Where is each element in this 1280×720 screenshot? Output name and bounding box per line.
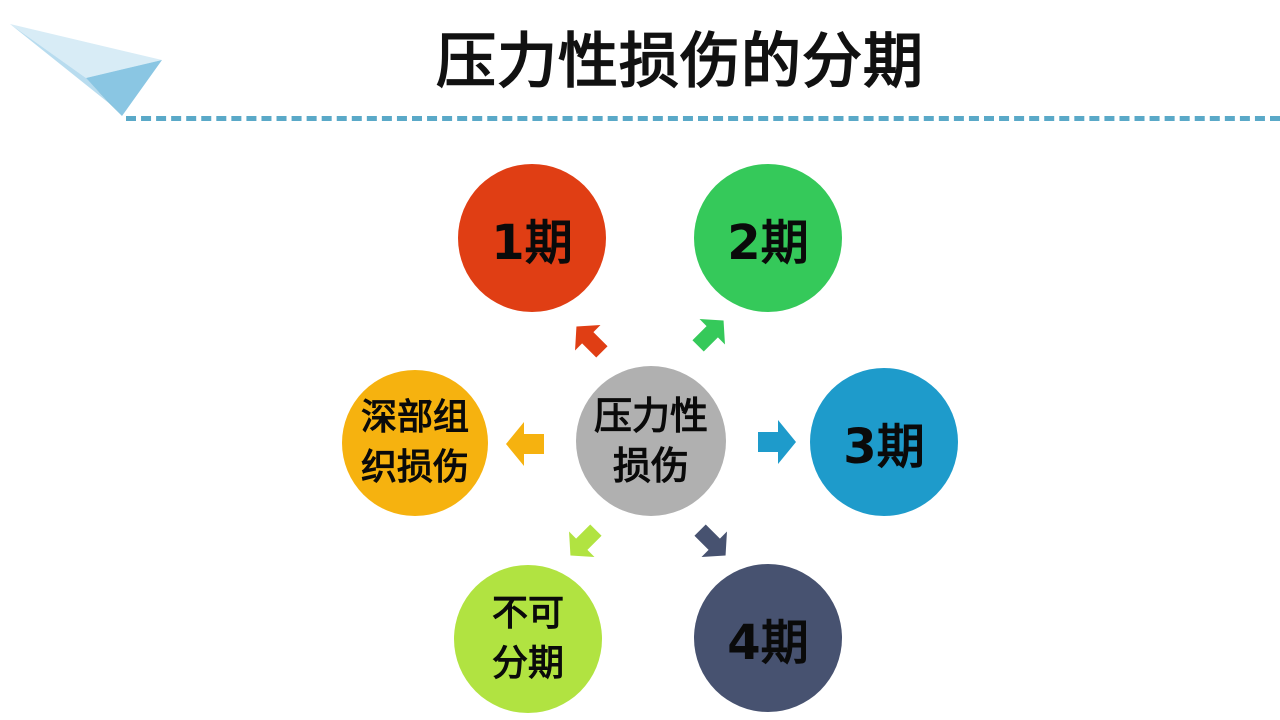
- arrow-shape: [692, 319, 725, 352]
- arrow-to-stage-1: [575, 325, 608, 358]
- stage-3-node: 3期: [810, 368, 958, 516]
- arrow-shape: [506, 422, 544, 466]
- arrow-to-deep-tissue: [506, 422, 544, 466]
- deep-tissue-node: 深部组 织损伤: [342, 370, 488, 516]
- stage-1-node: 1期: [458, 164, 606, 312]
- deep-tissue-label: 深部组 织损伤: [360, 397, 469, 488]
- arrow-shape: [569, 524, 602, 557]
- arrow-to-stage-2: [692, 319, 725, 352]
- arrow-shape: [694, 524, 727, 557]
- stage-2-node: 2期: [694, 164, 842, 312]
- center-node: 压力性 损伤: [576, 366, 726, 516]
- arrow-to-stage-3: [758, 420, 796, 464]
- page-title: 压力性损伤的分期: [436, 27, 924, 97]
- stage-3-label: 3期: [843, 419, 925, 475]
- arrow-shape: [575, 325, 608, 358]
- stage-4-label: 4期: [727, 615, 809, 671]
- paper-plane-icon: [10, 24, 162, 116]
- stage-1-label: 1期: [491, 215, 573, 271]
- stage-2-label: 2期: [727, 215, 809, 271]
- unstageable-label: 不可 分期: [491, 593, 564, 684]
- arrow-shape: [758, 420, 796, 464]
- arrow-to-unstageable: [569, 524, 602, 557]
- dashed-divider: [126, 116, 1280, 121]
- arrow-to-stage-4: [694, 524, 727, 557]
- unstageable-node: 不可 分期: [454, 565, 602, 713]
- stage-4-node: 4期: [694, 564, 842, 712]
- center-label: 压力性 损伤: [593, 394, 708, 488]
